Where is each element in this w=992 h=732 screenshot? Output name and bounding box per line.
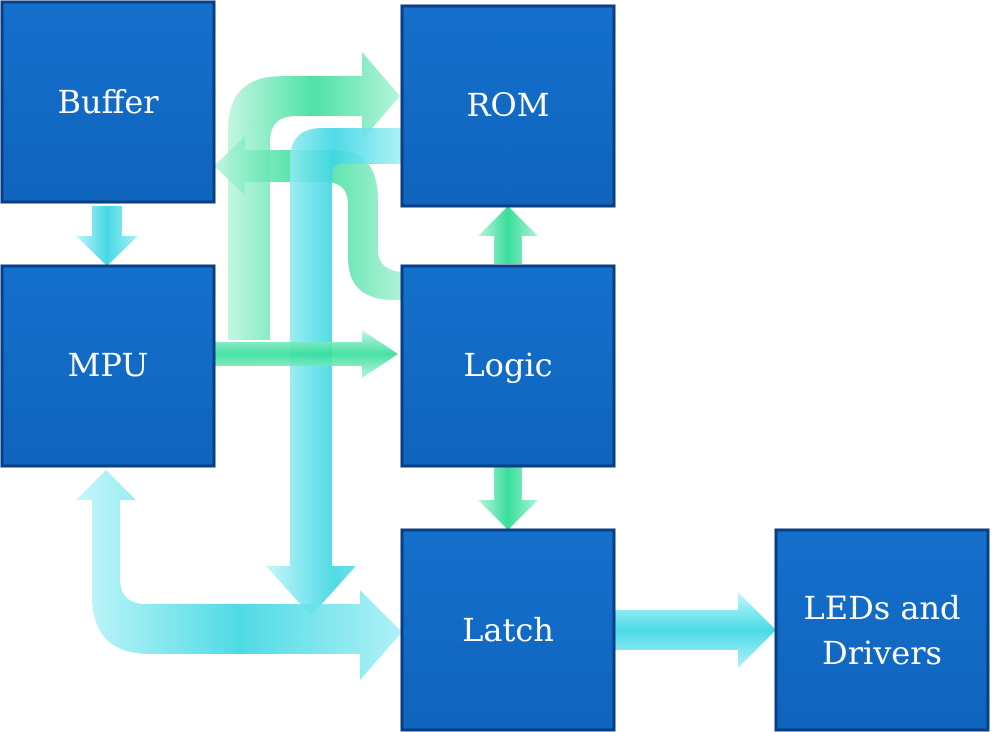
block-leds-label-line2: Drivers bbox=[822, 634, 942, 672]
block-mpu-label: MPU bbox=[68, 346, 149, 384]
block-latch-label: Latch bbox=[462, 611, 554, 649]
cyan-arrow-rom-to-latch bbox=[266, 128, 402, 616]
block-buffer-label: Buffer bbox=[57, 83, 159, 121]
cyan-arrow-mpu-to-latch bbox=[76, 470, 402, 680]
green-arrow-logic-to-rom bbox=[478, 206, 538, 264]
block-rom-label: ROM bbox=[466, 86, 549, 124]
green-arrow-logic-to-buffer bbox=[214, 136, 402, 300]
block-logic: Logic bbox=[400, 264, 616, 468]
block-leds-and-drivers: LEDs and Drivers bbox=[774, 528, 990, 732]
block-latch: Latch bbox=[400, 528, 616, 732]
green-arrow-mpu-to-logic bbox=[214, 330, 398, 378]
block-logic-label: Logic bbox=[463, 346, 552, 384]
block-rom: ROM bbox=[400, 4, 616, 208]
green-arrow-logic-to-latch bbox=[478, 466, 538, 530]
block-leds-label-line1: LEDs and bbox=[803, 589, 960, 627]
block-mpu: MPU bbox=[0, 264, 216, 468]
green-arrow-to-rom bbox=[228, 52, 400, 340]
block-buffer: Buffer bbox=[0, 0, 216, 204]
cyan-arrow-buffer-to-mpu bbox=[76, 206, 138, 266]
cyan-arrow-latch-to-leds bbox=[614, 592, 776, 668]
